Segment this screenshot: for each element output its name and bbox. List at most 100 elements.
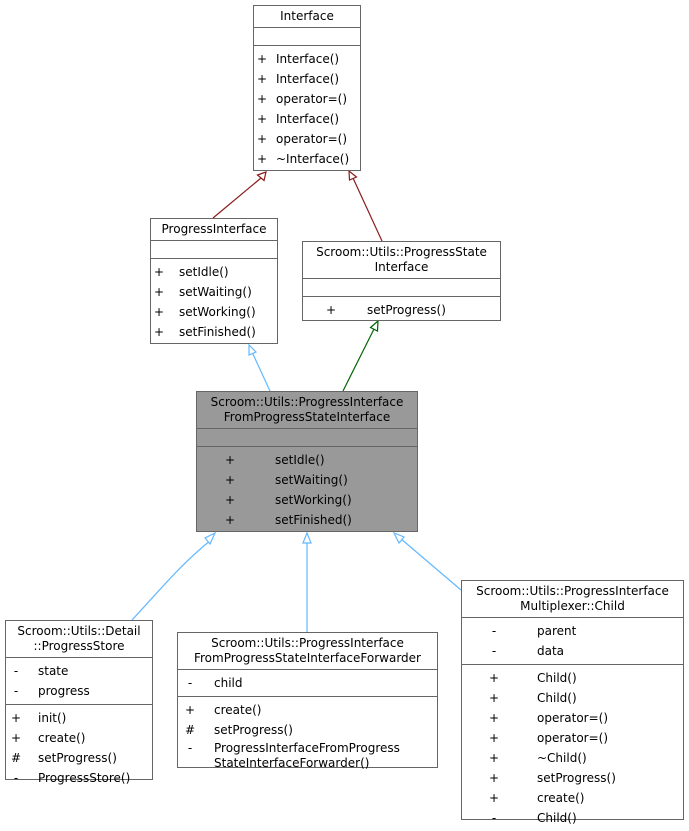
- class-title-line: Interface: [374, 260, 429, 274]
- visibility-marker: +: [256, 52, 268, 66]
- method-row[interactable]: + Interface(): [254, 49, 360, 69]
- visibility-marker: +: [488, 751, 500, 765]
- method-row[interactable]: + ~Child(): [462, 748, 683, 768]
- inheritance-arrowhead: [204, 531, 217, 546]
- visibility-marker: -: [187, 741, 193, 755]
- attribute-row[interactable]: -child: [178, 673, 437, 693]
- inheritance-arrowhead: [348, 169, 358, 181]
- visibility-marker: +: [488, 791, 500, 805]
- method-row[interactable]: - ProgressStore(): [6, 768, 152, 788]
- edge-progressstore-to-fromprogressstate: [131, 531, 217, 621]
- method-row[interactable]: +setProgress(): [462, 768, 683, 788]
- method-row[interactable]: + setWaiting(): [151, 282, 277, 302]
- method-row[interactable]: +setWorking(): [197, 490, 417, 510]
- attribute-row[interactable]: -parent: [462, 621, 683, 641]
- method-row[interactable]: + setIdle(): [151, 262, 277, 282]
- method-name: setWaiting(): [275, 473, 348, 487]
- method-row[interactable]: + ~Interface(): [254, 149, 360, 169]
- method-row[interactable]: +setWaiting(): [197, 470, 417, 490]
- method-row[interactable]: -ProgressInterfaceFromProgress StateInte…: [178, 740, 437, 772]
- method-name: operator=(): [276, 92, 348, 106]
- class-interface[interactable]: Interface+Interface()+Interface()+operat…: [253, 5, 361, 171]
- method-row[interactable]: +Child(): [462, 688, 683, 708]
- method-row[interactable]: +operator=(): [254, 89, 360, 109]
- method-row[interactable]: +setFinished(): [197, 510, 417, 530]
- methods-section: +Interface()+Interface()+operator=()+Int…: [254, 45, 360, 172]
- method-row[interactable]: # setProgress(): [178, 720, 437, 740]
- edge-forwarder-to-fromprogressstate: [302, 531, 312, 632]
- method-row[interactable]: +create(): [6, 728, 152, 748]
- method-row[interactable]: +create(): [178, 700, 437, 720]
- visibility-marker: +: [10, 731, 22, 745]
- visibility-marker: +: [256, 152, 268, 166]
- class-title-line: Scroom::Utils::Detail: [17, 624, 141, 638]
- method-row[interactable]: +Interface(): [254, 109, 360, 129]
- method-name: ~Child(): [537, 751, 587, 765]
- method-name: setFinished(): [275, 513, 352, 527]
- visibility-marker: #: [10, 751, 22, 765]
- visibility-marker: -: [13, 664, 19, 678]
- method-name: ~Interface(): [276, 152, 350, 166]
- method-name: Interface(): [276, 52, 340, 66]
- class-title-line: Multiplexer::Child: [520, 599, 625, 613]
- class-title-line: Scroom::Utils::ProgressInterface: [476, 584, 669, 598]
- attribute-row[interactable]: -state: [6, 661, 152, 681]
- visibility-marker: +: [153, 305, 165, 319]
- method-row[interactable]: +Interface(): [254, 69, 360, 89]
- method-row[interactable]: +init(): [6, 708, 152, 728]
- method-row[interactable]: +operator=(): [254, 129, 360, 149]
- method-name: setFinished(): [179, 325, 256, 339]
- visibility-marker: +: [153, 265, 165, 279]
- method-row[interactable]: +setWorking(): [151, 302, 277, 322]
- method-row[interactable]: # setProgress(): [6, 748, 152, 768]
- visibility-marker: #: [184, 723, 196, 737]
- method-name: setProgress(): [214, 723, 293, 737]
- visibility-marker: -: [13, 771, 19, 785]
- visibility-marker: +: [224, 453, 236, 467]
- visibility-marker: +: [325, 303, 337, 317]
- method-name: create(): [537, 791, 585, 805]
- method-row[interactable]: + create(): [462, 788, 683, 808]
- method-name: setWaiting(): [179, 285, 252, 299]
- method-name: setIdle(): [275, 453, 325, 467]
- method-name: setProgress(): [38, 751, 117, 765]
- method-row[interactable]: +Child(): [462, 668, 683, 688]
- class-title: Interface: [254, 6, 360, 27]
- attribute-name: data: [537, 644, 565, 658]
- method-row[interactable]: +setProgress(): [303, 300, 500, 320]
- class-progress-store[interactable]: Scroom::Utils::Detail::ProgressStore-sta…: [5, 620, 153, 785]
- class-progress-interface[interactable]: ProgressInterface + setIdle() + setWaiting()…: [150, 218, 278, 344]
- class-title: ProgressInterface: [151, 219, 277, 240]
- methods-section: +create() # setProgress() -ProgressInterfac…: [178, 696, 437, 775]
- method-row[interactable]: +setFinished(): [151, 322, 277, 342]
- visibility-marker: +: [153, 285, 165, 299]
- attribute-row[interactable]: -data: [462, 641, 683, 661]
- attributes-section: -state-progress: [6, 657, 152, 704]
- attribute-row[interactable]: -progress: [6, 681, 152, 701]
- method-row[interactable]: + setIdle(): [197, 450, 417, 470]
- class-title-line: ::ProgressStore: [33, 639, 125, 653]
- edge-progressstateinterface-to-interface: [348, 169, 383, 242]
- edge-fromprogressstate-to-progressstateinterface: [342, 319, 379, 392]
- method-name: operator=(): [537, 731, 609, 745]
- visibility-marker: +: [256, 112, 268, 126]
- edge-multiplexerchild-to-fromprogressstate: [392, 531, 462, 591]
- class-title-line: Interface: [280, 9, 334, 23]
- method-name: ProgressStore(): [38, 771, 131, 785]
- method-name: operator=(): [276, 132, 348, 146]
- methods-section: + setIdle() +setWaiting()+setWorking()+set…: [197, 446, 417, 533]
- class-title-line: FromProgressStateInterface: [223, 410, 391, 424]
- method-name: setIdle(): [179, 265, 229, 279]
- method-row[interactable]: -Child(): [462, 808, 683, 828]
- visibility-marker: -: [491, 811, 497, 825]
- edge-progressinterface-to-interface: [212, 171, 267, 219]
- method-row[interactable]: +operator=(): [462, 708, 683, 728]
- class-title-line: Scroom::Utils::ProgressState: [316, 245, 487, 259]
- method-row[interactable]: +operator=(): [462, 728, 683, 748]
